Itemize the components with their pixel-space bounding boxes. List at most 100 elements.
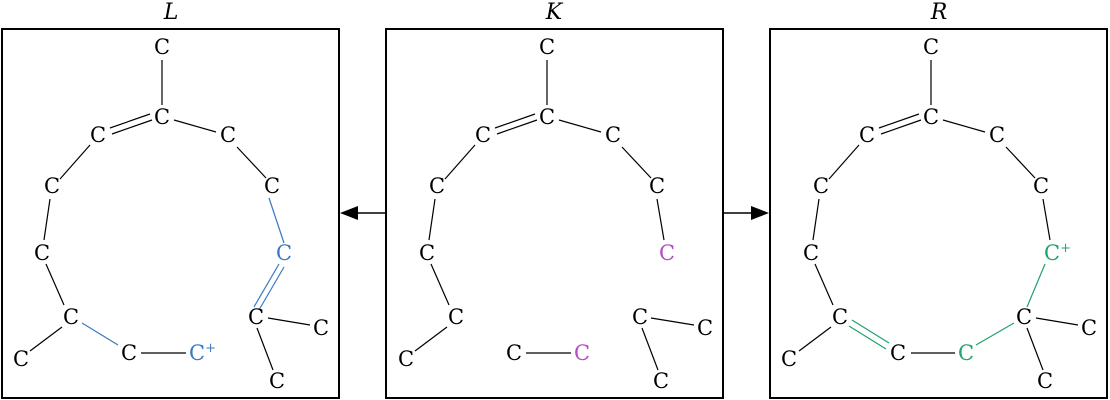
bond xyxy=(621,146,652,179)
atom: C xyxy=(154,105,170,129)
panel-r: R C C C C C C C C+ C C C C C C C xyxy=(769,0,1108,399)
atom: C xyxy=(1037,369,1053,393)
bond xyxy=(812,198,820,241)
atom: C xyxy=(859,123,875,147)
bond xyxy=(43,198,51,241)
arrowhead-right xyxy=(751,206,769,220)
panel-l-title: L xyxy=(163,0,179,25)
atom: C xyxy=(539,105,555,129)
atom-symbol: C xyxy=(1044,241,1060,265)
bond xyxy=(45,263,65,306)
bond xyxy=(59,144,91,180)
atom: C xyxy=(419,241,435,265)
atom: C xyxy=(1081,316,1097,340)
atom: C xyxy=(539,35,555,59)
atom: C xyxy=(90,123,106,147)
panel-r-frame xyxy=(769,28,1108,399)
bond xyxy=(414,326,448,352)
panel-l: L C C C C C C C C C C C C C C+ C xyxy=(1,0,340,399)
atom: C xyxy=(63,305,79,329)
atom: C xyxy=(1016,305,1032,329)
double-bond-line xyxy=(253,263,280,308)
arrow-k-to-l xyxy=(340,206,386,220)
double-bond-line xyxy=(109,113,151,129)
atom: C xyxy=(781,347,797,371)
bond xyxy=(814,263,834,306)
atom: C xyxy=(697,316,713,340)
bond xyxy=(650,317,695,326)
panel-k: K C C C C C C C C C C C C C C C xyxy=(385,0,724,399)
atom: C xyxy=(220,123,236,147)
bond xyxy=(641,327,659,371)
bond xyxy=(656,198,665,241)
atom: C xyxy=(313,316,329,340)
atom: C xyxy=(632,305,648,329)
bond xyxy=(828,144,860,180)
arrow-k-to-r xyxy=(723,206,769,220)
atom: C xyxy=(34,241,50,265)
bond xyxy=(1042,198,1051,241)
atom: C xyxy=(44,174,60,198)
bond xyxy=(942,119,986,133)
cation-atom: C+ xyxy=(189,341,216,365)
bond xyxy=(1005,146,1036,179)
atom: C xyxy=(506,341,522,365)
atom-highlight: C xyxy=(574,341,590,365)
bond xyxy=(1035,317,1079,326)
bond xyxy=(1026,327,1044,371)
atom: C xyxy=(264,174,280,198)
bond xyxy=(444,144,476,180)
atom: C xyxy=(13,347,29,371)
atom-highlight: C xyxy=(659,241,675,265)
bond-highlight xyxy=(1026,263,1046,308)
atom: C xyxy=(653,369,669,393)
bond xyxy=(798,326,832,352)
atom: C xyxy=(475,123,491,147)
atom: C xyxy=(989,123,1005,147)
arrowhead-left xyxy=(340,206,358,220)
double-bond-line xyxy=(880,119,922,135)
atom: C xyxy=(429,174,445,198)
bond-highlight xyxy=(81,322,119,346)
bond-highlight xyxy=(975,322,1015,346)
cation-atom: C+ xyxy=(1044,241,1071,265)
double-bond-line xyxy=(258,266,285,311)
atom: C xyxy=(803,241,819,265)
atom: C xyxy=(890,341,906,365)
atom: C xyxy=(269,369,285,393)
atom: C xyxy=(923,105,939,129)
atom: C xyxy=(1033,174,1049,198)
atom: C xyxy=(398,347,414,371)
bond xyxy=(558,119,602,133)
bond xyxy=(430,263,450,306)
charge-sign: + xyxy=(1060,241,1071,256)
charge-sign: + xyxy=(205,341,216,356)
atom-highlight: C xyxy=(958,341,974,365)
atom-highlight: C xyxy=(276,241,292,265)
double-bond-line xyxy=(494,113,536,129)
bond xyxy=(173,119,217,133)
double-bond-line xyxy=(496,119,538,135)
panel-r-title: R xyxy=(930,0,948,25)
bond xyxy=(428,198,436,241)
atom: C xyxy=(813,174,829,198)
atom: C xyxy=(649,174,665,198)
double-bond-line xyxy=(848,325,887,350)
atom: C xyxy=(923,35,939,59)
bond-highlight xyxy=(268,197,285,244)
panel-k-frame xyxy=(385,28,724,399)
atom: C xyxy=(605,123,621,147)
panel-k-title: K xyxy=(545,0,564,25)
double-bond-line xyxy=(111,119,153,135)
atom: C xyxy=(832,305,848,329)
bond xyxy=(29,326,63,352)
atom: C xyxy=(448,305,464,329)
atom: C xyxy=(154,35,170,59)
bond xyxy=(256,327,274,371)
bond xyxy=(236,146,267,179)
atom: C xyxy=(248,305,264,329)
double-bond-line xyxy=(851,319,890,344)
bond xyxy=(267,317,311,326)
atom-symbol: C xyxy=(189,341,205,365)
